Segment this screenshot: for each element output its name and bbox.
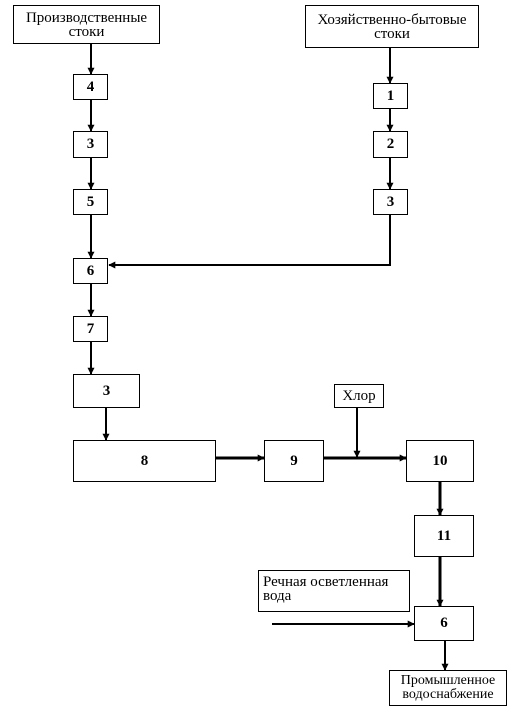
- bottom-step-5-label: 6: [440, 615, 448, 631]
- right-step-3: 3: [373, 189, 408, 215]
- left-step-1: 4: [73, 74, 108, 100]
- bottom-step-3-label: 10: [432, 452, 448, 469]
- right-step-2-label: 2: [386, 136, 395, 152]
- river-water-label: Речная осветленная вода: [263, 574, 389, 604]
- right-step-1-label: 1: [386, 87, 395, 104]
- left-step-3-label: 5: [86, 193, 95, 210]
- output-industrial-supply: Промышленное водоснабжение: [389, 670, 507, 706]
- right-step-1: 1: [373, 83, 408, 109]
- arrow-3-to-6: [108, 215, 391, 269]
- output-industrial-supply-label: Промышленное водоснабжение: [400, 673, 496, 702]
- left-step-6-label: 3: [102, 382, 111, 399]
- chlorine-box: Хлор: [334, 384, 384, 408]
- left-step-4: 6: [73, 258, 108, 284]
- river-water-box: Речная осветленная вода: [258, 570, 410, 612]
- bottom-step-3: 10: [406, 440, 474, 482]
- bottom-step-5: 6: [414, 606, 474, 641]
- source-industrial-label: Производственные стоки: [25, 9, 148, 40]
- left-step-3: 5: [73, 189, 108, 215]
- source-industrial: Производственные стоки: [13, 5, 160, 44]
- chlorine-label: Хлор: [342, 388, 376, 404]
- left-step-4-label: 6: [86, 262, 95, 279]
- right-step-3-label: 3: [386, 193, 395, 210]
- left-step-1-label: 4: [86, 78, 95, 95]
- bottom-step-1-label: 8: [140, 452, 149, 469]
- bottom-step-2-label: 9: [290, 452, 298, 469]
- source-household: Хозяйственно-бытовые стоки: [305, 5, 479, 48]
- left-step-6: 3: [73, 374, 140, 408]
- source-household-label: Хозяйственно-бытовые стоки: [317, 11, 467, 42]
- bottom-step-1: 8: [73, 440, 216, 482]
- bottom-step-4-label: 11: [436, 527, 452, 544]
- left-step-5-label: 7: [86, 320, 95, 337]
- left-step-5: 7: [73, 316, 108, 342]
- bottom-step-4: 11: [414, 515, 474, 557]
- left-step-2: 3: [73, 131, 108, 158]
- bottom-step-2: 9: [264, 440, 324, 482]
- left-step-2-label: 3: [86, 136, 95, 152]
- right-step-2: 2: [373, 131, 408, 158]
